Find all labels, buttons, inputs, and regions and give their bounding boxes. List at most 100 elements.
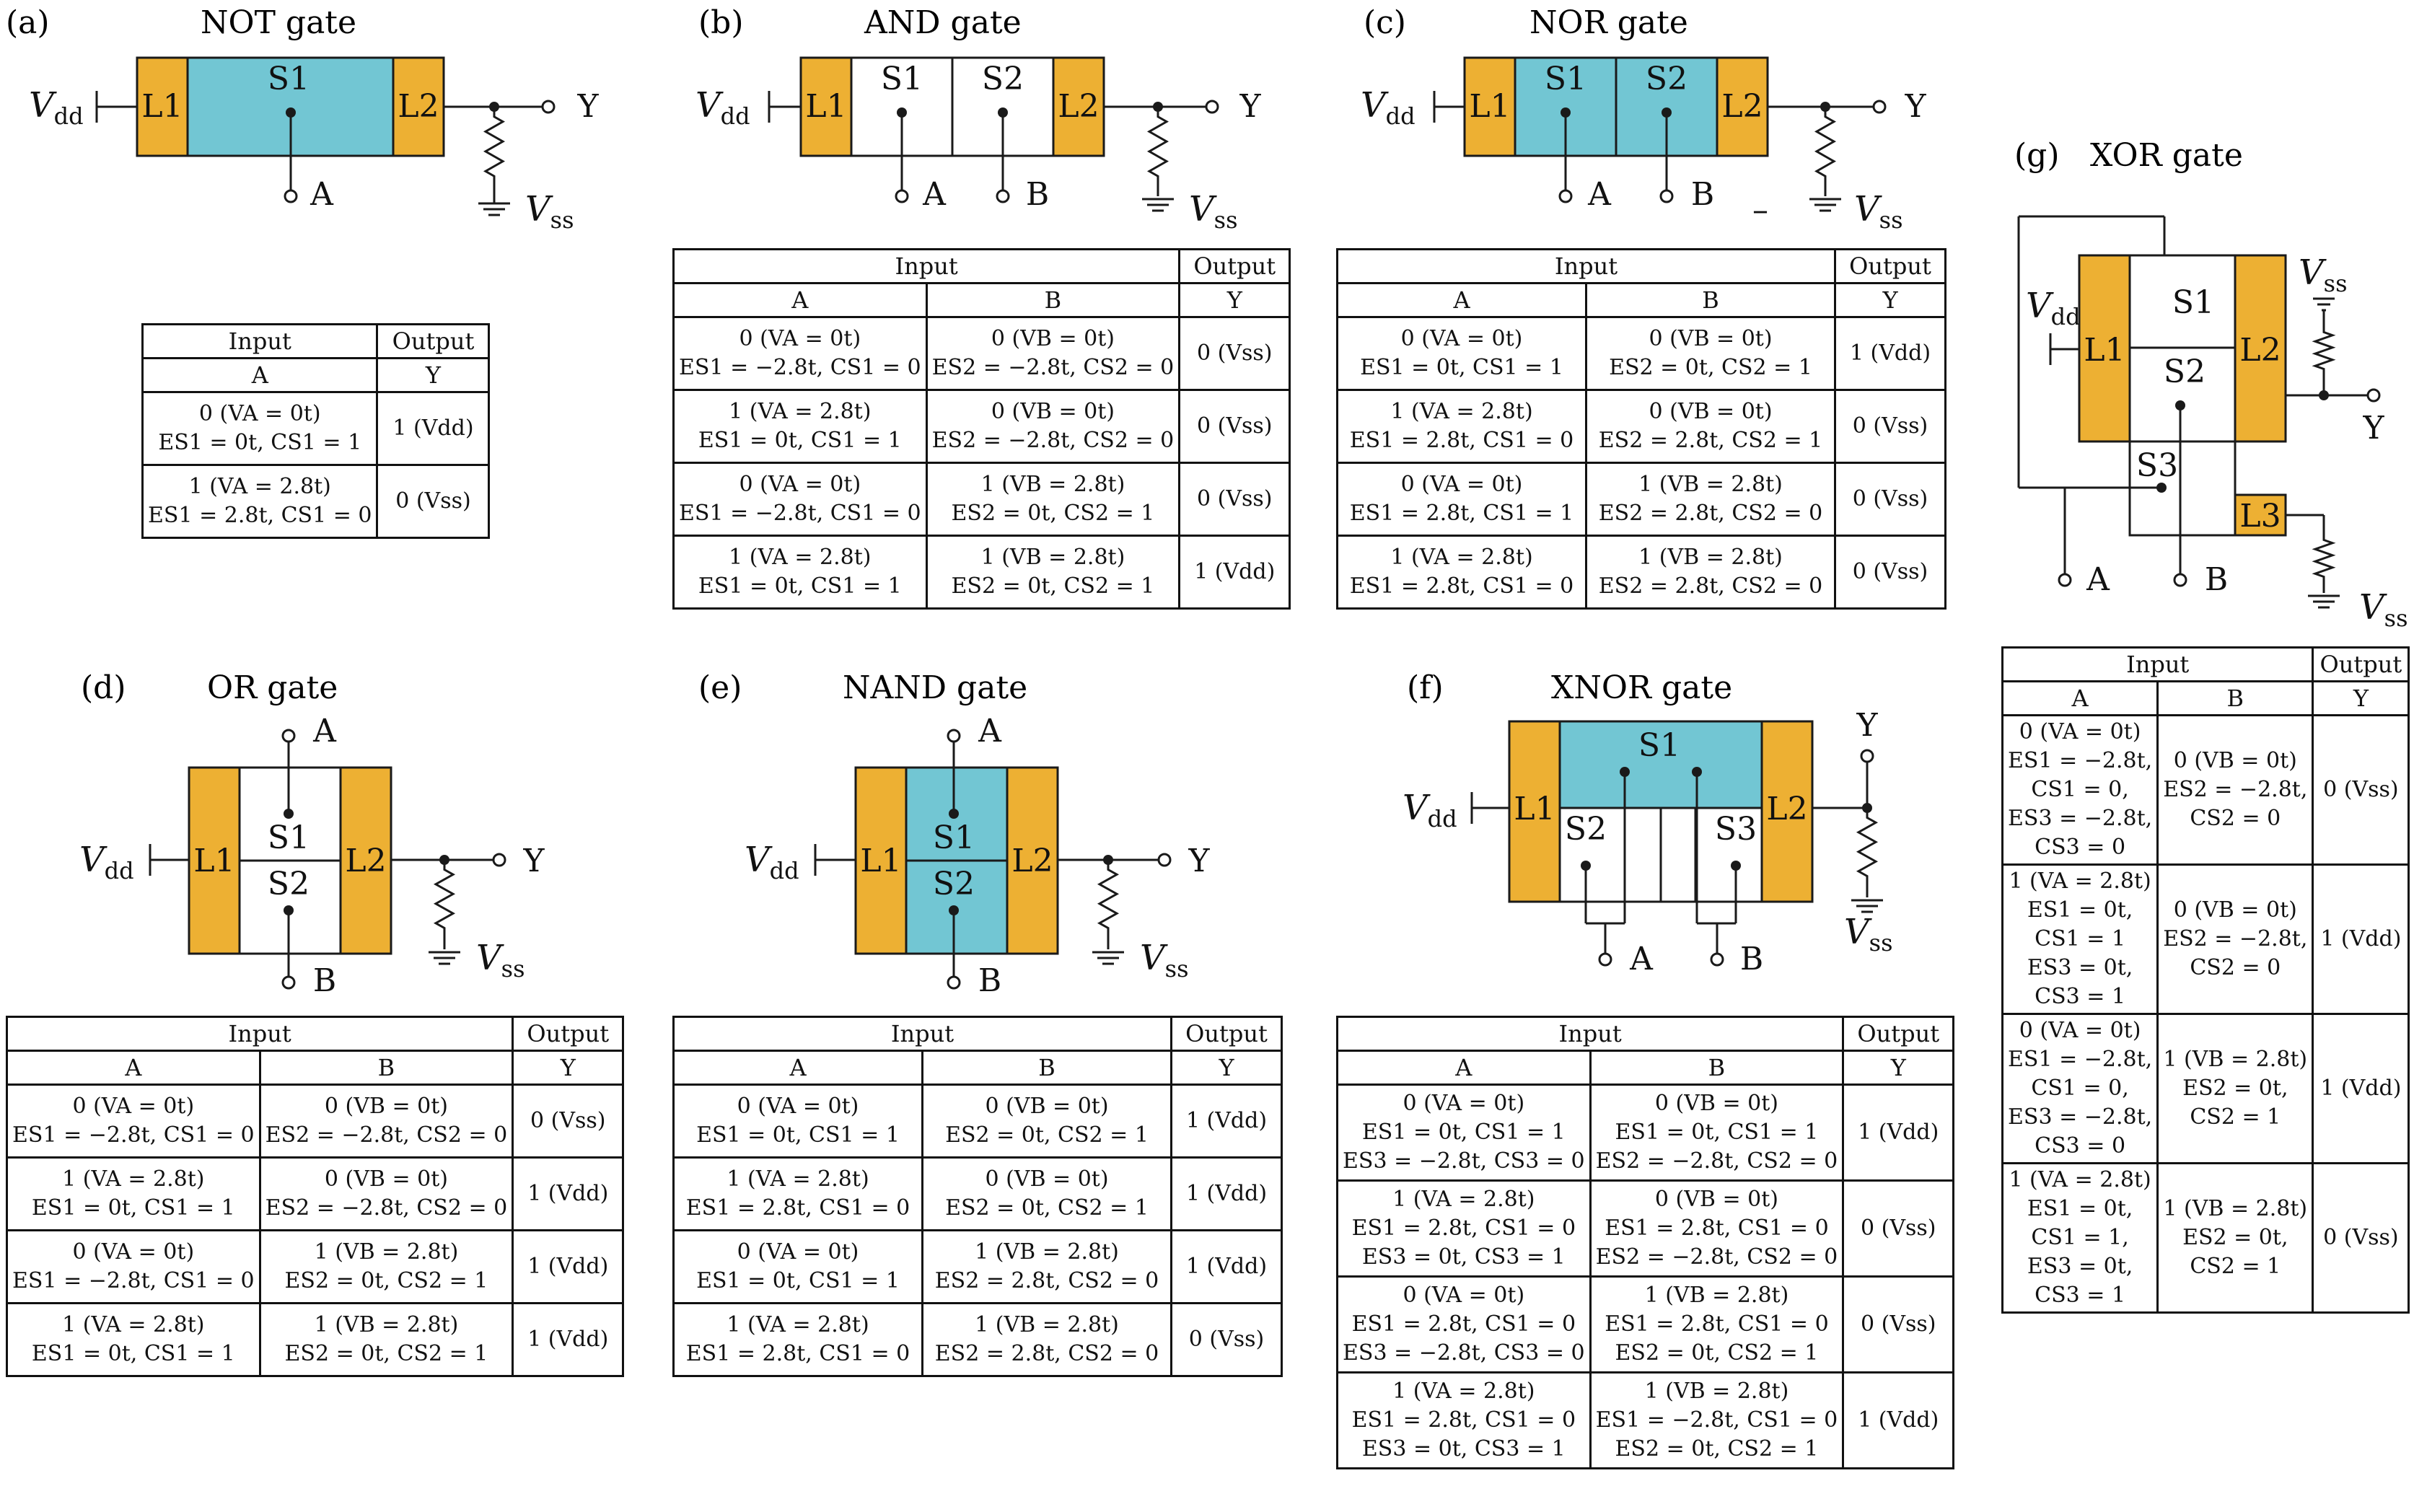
cell-line: 1 (Vdd) [1858, 1120, 1939, 1145]
b-label-d: B [313, 962, 336, 999]
table-cell: 1 (Vdd) [376, 391, 491, 466]
cell-line: ES2 = 0t, CS2 = 1 [1609, 355, 1812, 380]
a-label-e: A [978, 713, 1002, 750]
table-cell: 1 (Vdd) [2312, 1013, 2410, 1164]
cell-line: 1 (Vdd) [1194, 559, 1276, 584]
table-cell: 1 (VB = 2.8t)ES2 = 2.8t, CS2 = 0 [1585, 462, 1836, 537]
table-row: 0 (VA = 0t)ES1 = −2.8t,CS1 = 0,ES3 = −2.… [2001, 714, 2410, 866]
terminal-y-a [541, 100, 556, 114]
cell-line: ES1 = 0t, [2027, 1196, 2133, 1221]
cell-line: 1 (VA = 2.8t) [1390, 399, 1533, 424]
cell-line: ES2 = 2.8t, CS2 = 0 [1598, 501, 1823, 526]
cell-line: 1 (VA = 2.8t) [727, 1312, 869, 1337]
cell-line: 0 (VA = 0t) [198, 401, 321, 426]
cell-line: ES2 = −2.8t, CS2 = 0 [931, 428, 1175, 453]
cell-line: ES1 = 0t, CS1 = 1 [696, 1122, 900, 1148]
cell-line: CS3 = 1 [2035, 1283, 2126, 1308]
cell-line: CS1 = 0, [2031, 1076, 2129, 1101]
table-cell: 1 (Vdd) [1178, 535, 1291, 610]
resistor [1814, 107, 1837, 186]
cell-line: ES1 = −2.8t, CS1 = 0 [679, 501, 921, 526]
cell-line: 0 (Vss) [395, 488, 471, 514]
cell-line: 0 (Vss) [1197, 486, 1273, 511]
table-cell: 1 (VB = 2.8t)ES2 = 0t, CS2 = 1 [925, 535, 1181, 610]
cell-line: 1 (Vdd) [527, 1254, 609, 1279]
cell-line: 1 (VB = 2.8t) [314, 1239, 459, 1265]
cell-line: 1 (VB = 2.8t) [980, 545, 1125, 570]
l1-label-a: L1 [141, 88, 183, 125]
panel-e-title: NAND gate [843, 669, 1027, 706]
table-cell: 1 (Vdd) [1170, 1084, 1283, 1159]
y-label-f: Y [1856, 707, 1878, 744]
cell-line: 0 (VA = 0t) [739, 326, 861, 351]
cell-line: 0 (VA = 0t) [1400, 326, 1523, 351]
cell-line: 1 (VA = 2.8t) [729, 545, 872, 570]
l2-label-g: L2 [2239, 332, 2281, 369]
lead-l1-c [1463, 56, 1517, 157]
header-output: Output [1178, 248, 1291, 284]
lead-l2-g [2234, 254, 2287, 443]
table-row: 0 (VA = 0t)ES1 = −2.8t,CS1 = 0,ES3 = −2.… [2001, 1013, 2410, 1164]
terminal-b-b [996, 189, 1010, 203]
b-label-g: B [2205, 561, 2228, 598]
cell-line: ES2 = −2.8t, [2163, 926, 2308, 951]
table-cell: 0 (VB = 0t)ES2 = 0t, CS2 = 1 [921, 1156, 1172, 1231]
resistor [1146, 107, 1169, 186]
cell-line: 0 (Vss) [2323, 777, 2399, 802]
table-cell: 1 (VA = 2.8t)ES1 = 0t,CS1 = 1,ES3 = 0t,C… [2001, 1162, 2159, 1314]
lead-l1-e [854, 766, 908, 955]
l1-label-g: L1 [2084, 332, 2125, 369]
column-header: B [1585, 282, 1836, 318]
table-cell: 1 (Vdd) [1842, 1371, 1955, 1469]
terminal-b-g [2173, 573, 2187, 587]
cell-line: ES2 = 0t, CS2 = 1 [284, 1341, 488, 1366]
cell-line: 1 (VA = 2.8t) [1390, 545, 1533, 570]
cell-line: 0 (VB = 0t) [985, 1166, 1109, 1192]
table-cell: 0 (VB = 0t) ES2 = 0t, CS2 = 1 [1585, 316, 1836, 391]
s1-label-a: S1 [268, 61, 310, 97]
cell-line: ES2 = 0t, CS2 = 1 [945, 1122, 1149, 1148]
s2-label-e: S2 [933, 866, 975, 902]
cell-line: 0 (VB = 0t) [1649, 326, 1773, 351]
cell-line: ES2 = −2.8t, CS2 = 0 [265, 1122, 508, 1148]
cell-line: 1 (VA = 2.8t) [62, 1166, 205, 1192]
cell-line: ES2 = 2.8t, CS2 = 0 [1598, 573, 1823, 599]
cell-line: ES2 = 0t, [2182, 1076, 2288, 1101]
resistor [2312, 534, 2336, 583]
terminal-a-b [895, 189, 909, 203]
column-header: A [672, 1050, 923, 1086]
s2-label-d: S2 [268, 866, 310, 902]
cell-line: 0 (VA = 0t) [1403, 1091, 1525, 1116]
header-input: Input [1335, 1016, 1845, 1052]
vdd-label-a: Vdd [29, 85, 84, 130]
header-input: Input [141, 323, 379, 359]
lead-l1-g [2078, 254, 2131, 443]
table-cell: 1 (Vdd) [1170, 1156, 1283, 1231]
cell-line: 0 (VA = 0t) [72, 1094, 195, 1119]
cell-line: 0 (Vss) [1188, 1327, 1265, 1352]
resistor [1097, 860, 1120, 938]
table-cell: 0 (VA = 0t)ES1 = 2.8t, CS1 = 1 [1336, 462, 1587, 537]
cell-line: 0 (VB = 0t) [1654, 1091, 1778, 1116]
cell-line: ES3 = −2.8t, [2008, 806, 2153, 831]
cell-line: ES1 = −2.8t, CS1 = 0 [12, 1268, 255, 1293]
cell-line: 1 (Vdd) [1858, 1407, 1939, 1433]
table-cell: 1 (VA = 2.8t)ES1 = 2.8t, CS1 = 0 [141, 464, 379, 539]
cell-line: 1 (VB = 2.8t) [1644, 1379, 1789, 1404]
s1-label-e: S1 [933, 819, 975, 856]
y-label-d: Y [522, 843, 545, 879]
panel-g-title: XOR gate [2090, 137, 2243, 174]
table-cell: 0 (VA = 0t)ES1 = 0t, CS1 = 1 [672, 1084, 923, 1159]
terminal-b-d [281, 975, 296, 990]
column-header: B [2156, 680, 2314, 716]
junction-dot [2319, 390, 2329, 400]
b-label-b: B [1026, 176, 1049, 213]
cell-line: 0 (Vss) [1852, 413, 1928, 439]
